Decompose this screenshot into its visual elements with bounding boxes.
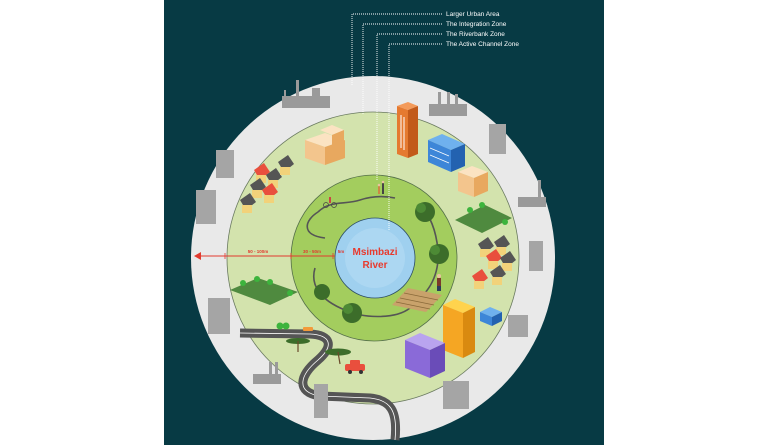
scale-label-riverbank: 30 - 50m (303, 249, 321, 254)
office-tower-icon (314, 384, 328, 418)
acacia-tree-icon (325, 348, 351, 365)
car-icon (303, 327, 313, 331)
office-tower-icon (489, 124, 506, 154)
tree-icon (314, 284, 330, 300)
bush-icon (276, 322, 290, 330)
office-tower-icon (529, 241, 543, 271)
scale-label-channel: 5m (338, 249, 345, 254)
factory-icon (518, 180, 546, 207)
cyclist-icon (323, 197, 337, 208)
legend-integration-zone: The Integration Zone (446, 21, 507, 28)
scale-bar: 50 - 100m 30 - 50m 5m (194, 249, 344, 260)
legend-leader-lines (351, 13, 442, 230)
road-line (239, 332, 397, 441)
acacia-tree-icon (286, 338, 310, 352)
car-icon (345, 360, 365, 374)
river-label-line2: River (362, 260, 387, 271)
riverbank-path-top (317, 195, 396, 213)
office-tower-icon (443, 381, 469, 409)
tree-icon (415, 202, 435, 222)
houses-cluster-right (472, 235, 516, 289)
factory-icon (282, 80, 330, 108)
tree-icon (429, 244, 449, 264)
office-tower-icon (208, 298, 230, 334)
park-icon (455, 202, 512, 233)
park-icon (230, 276, 298, 305)
people-icon (377, 180, 385, 194)
tower-building-icon (443, 299, 475, 358)
legend-active-channel-zone: The Active Channel Zone (446, 41, 519, 48)
legend-riverbank-zone: The Riverbank Zone (446, 31, 505, 38)
legend-larger-urban-area: Larger Urban Area (446, 11, 500, 18)
apartment-building-icon (458, 166, 488, 197)
office-building-icon (480, 307, 502, 326)
houses-cluster-left (240, 155, 294, 213)
factory-icon (253, 362, 281, 384)
river-highlight (345, 228, 405, 288)
office-tower-icon (196, 150, 234, 224)
scale-label-integration: 50 - 100m (248, 249, 269, 254)
apartment-building-icon (405, 333, 445, 378)
office-tower-icon (508, 315, 528, 337)
factory-icon (429, 92, 467, 116)
tree-icon (342, 303, 362, 323)
tower-building-icon (397, 102, 418, 158)
office-building-icon (428, 134, 465, 172)
river-label-line1: Msimbazi (352, 247, 397, 258)
crop-field-icon (392, 288, 442, 312)
farmer-icon (437, 274, 441, 291)
riverbank-path-left (306, 211, 326, 239)
apartment-building-icon (305, 125, 345, 165)
arrow-left-icon (194, 252, 201, 260)
